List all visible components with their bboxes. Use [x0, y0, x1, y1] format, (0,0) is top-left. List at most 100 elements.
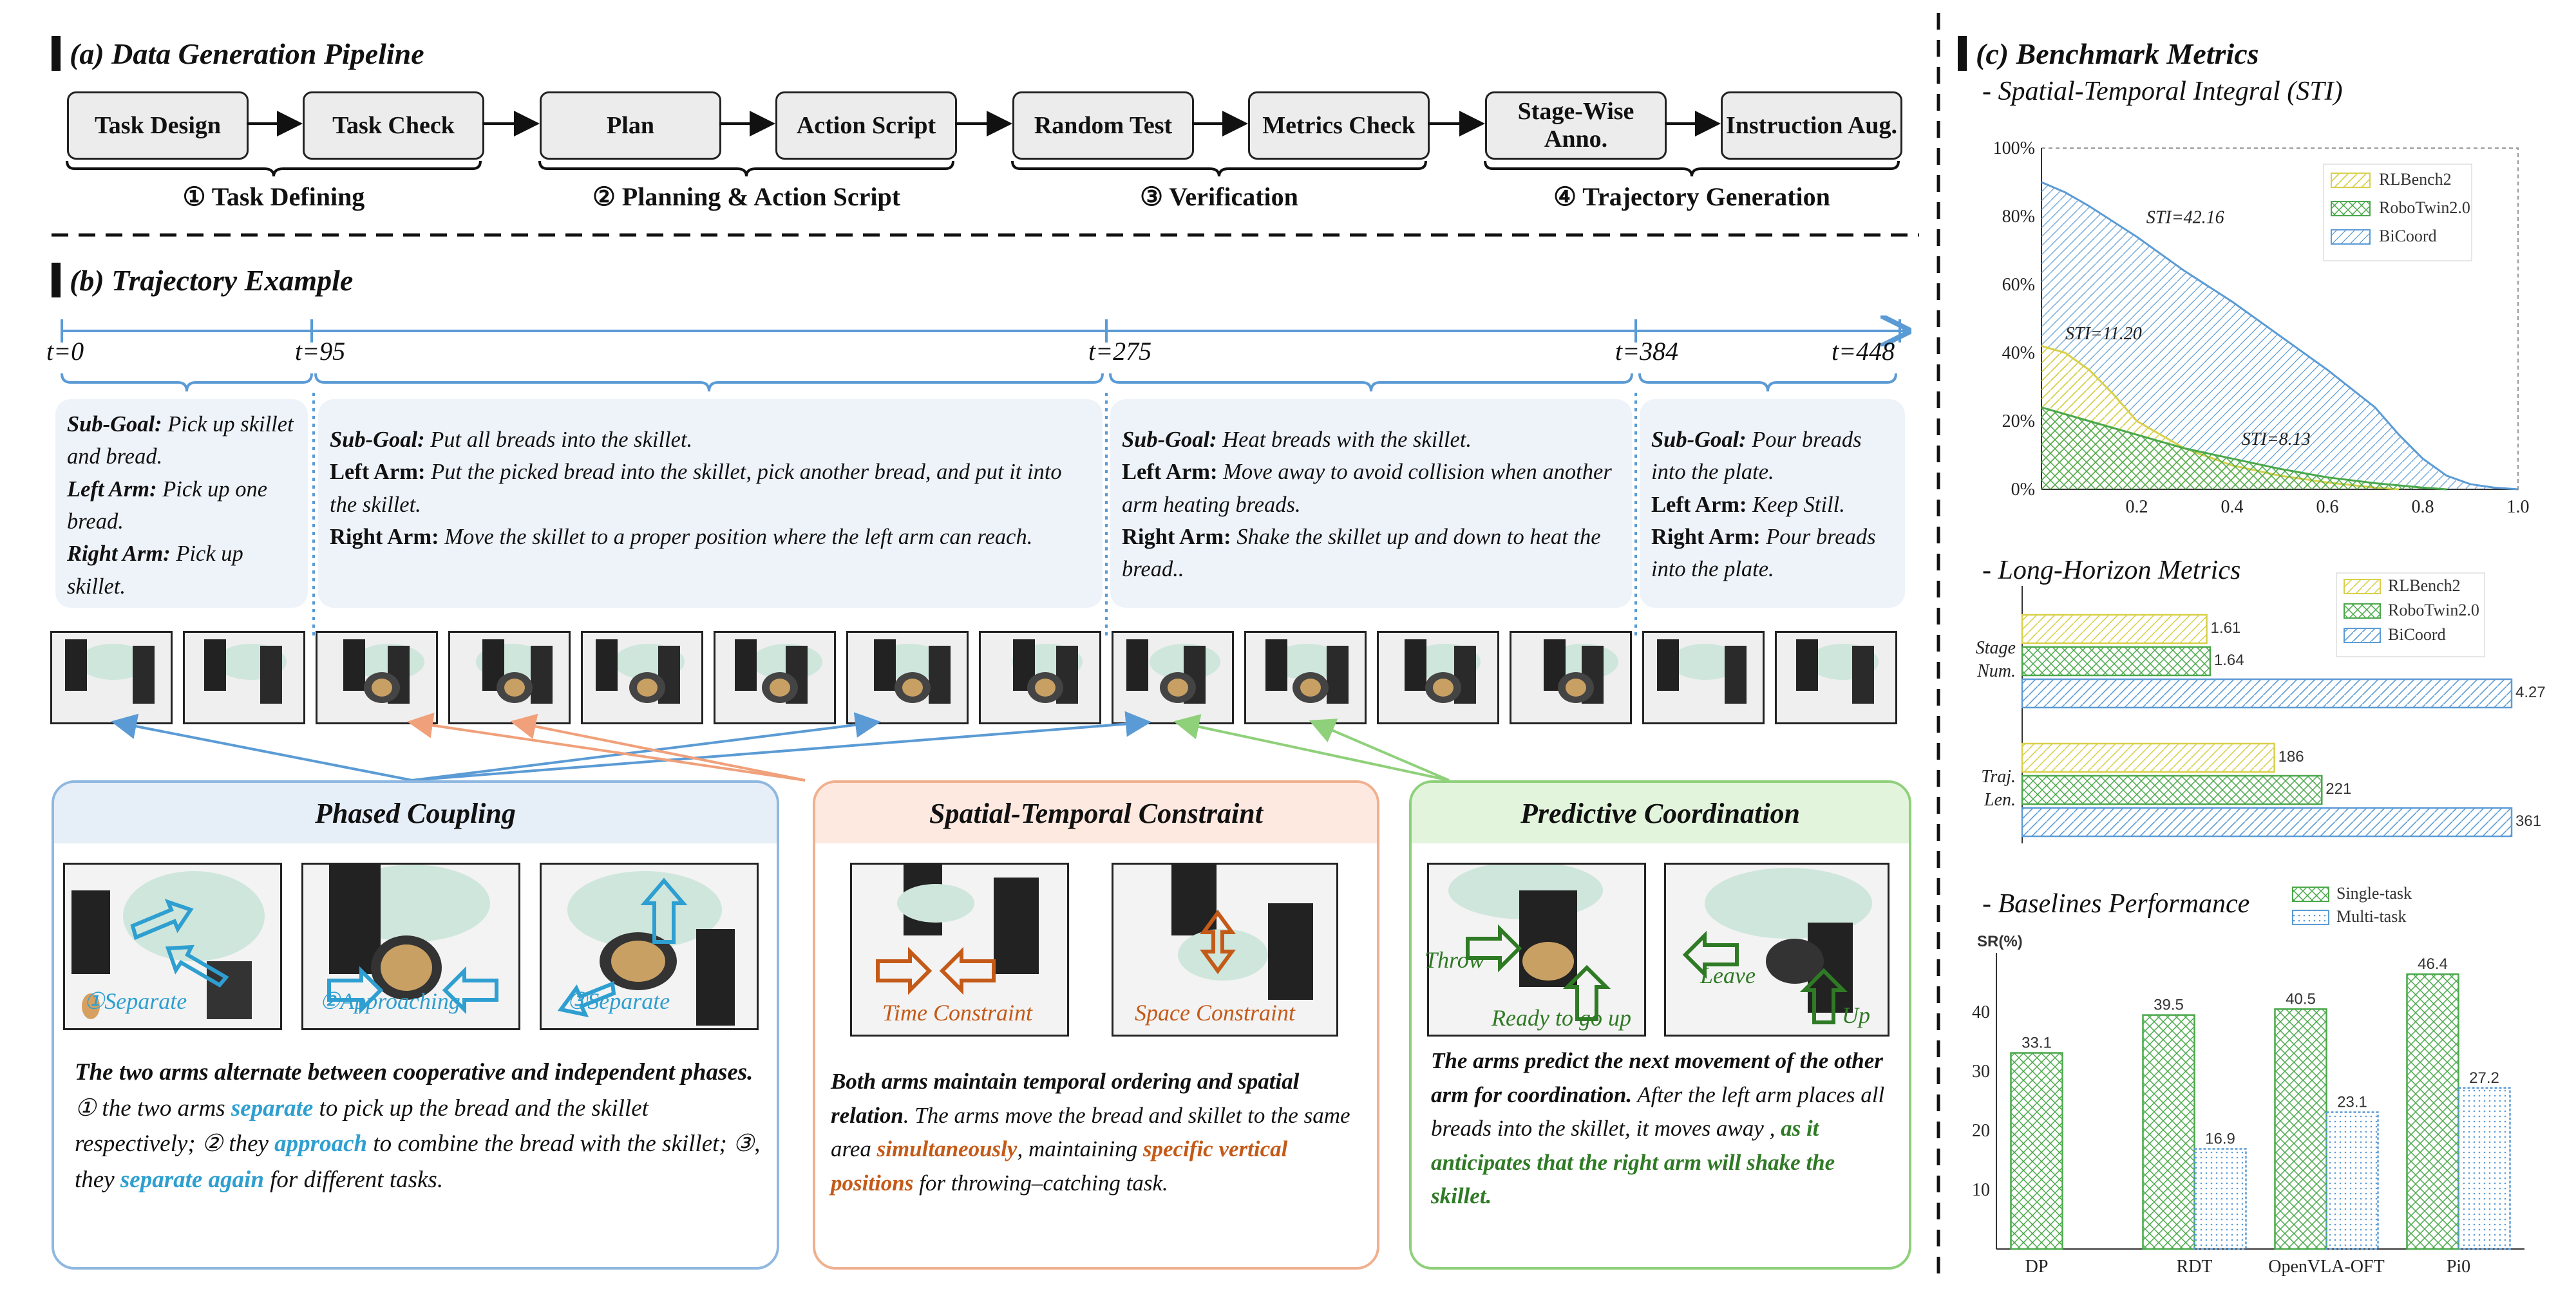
panel-predictive-coordination-title: Predictive Coordination — [1412, 783, 1909, 843]
bl-bar-label: 16.9 — [2205, 1131, 2235, 1148]
lh-bar-label: 1.61 — [2211, 619, 2241, 637]
group-trajectory-generation: ④ Trajectory Generation — [1553, 182, 1830, 211]
caption-up: Up — [1842, 1002, 1870, 1028]
long-horizon-subtitle: - Long-Horizon Metrics — [1982, 556, 2241, 585]
trajectory-frame — [714, 631, 836, 724]
lh-legend-label: RoboTwin2.0 — [2388, 601, 2479, 619]
lh-legend-swatch — [2344, 579, 2381, 594]
sti-x-tick: 0.2 — [2126, 497, 2148, 517]
sti-annotation: STI=8.13 — [2242, 429, 2311, 449]
stage-3-description: Sub-Goal: Heat breads with the skillet. … — [1110, 399, 1632, 608]
bl-bar-label: 46.4 — [2418, 955, 2448, 973]
bl-category-label: DP — [2025, 1257, 2049, 1277]
trajectory-frame — [846, 631, 969, 724]
lh-group-label: Stage — [1976, 638, 2016, 658]
lh-bar — [2021, 678, 2513, 709]
baselines-subtitle: - Baselines Performance — [1982, 889, 2250, 919]
bl-bar-multi — [2325, 1111, 2379, 1250]
sti-legend-label: RLBench2 — [2379, 170, 2452, 189]
tick-t275: t=275 — [1088, 337, 1152, 366]
pipeline-step-plan: Plan — [540, 91, 721, 160]
stage-2-description: Sub-Goal: Put all breads into the skille… — [318, 399, 1103, 608]
lh-bar — [2021, 775, 2323, 805]
trajectory-frame — [1112, 631, 1234, 724]
caption-phased-1: ①Separate — [84, 988, 187, 1014]
bl-bar-label: 40.5 — [2286, 990, 2316, 1008]
pipeline-step-task-design: Task Design — [67, 91, 249, 160]
sti-line — [2041, 181, 2519, 491]
photo-phased-2 — [301, 863, 520, 1030]
sti-y-tick: 100% — [1993, 138, 2035, 158]
lh-legend-label: RLBench2 — [2388, 576, 2461, 595]
photo-spatial-1 — [850, 863, 1069, 1037]
sti-subtitle: - Spatial-Temporal Integral (STI) — [1982, 77, 2343, 106]
trajectory-frame — [1510, 631, 1632, 724]
caption-phased-2: ②Approaching — [319, 988, 460, 1014]
photo-phased-1 — [63, 863, 282, 1030]
group-task-defining: ① Task Defining — [182, 182, 365, 211]
trajectory-frame — [581, 631, 703, 724]
section-c-title: (c) Benchmark Metrics — [1958, 36, 2259, 71]
trajectory-frame — [1244, 631, 1367, 724]
sti-legend-label: BiCoord — [2379, 227, 2437, 245]
bl-bar-single — [2142, 1014, 2195, 1250]
bl-legend-swatch — [2292, 910, 2329, 925]
sti-legend-swatch — [2331, 201, 2371, 216]
timeline-axis — [61, 303, 1932, 637]
section-b-title: (b) Trajectory Example — [52, 263, 353, 297]
bl-bar-multi — [2458, 1087, 2511, 1250]
lh-bar-label: 361 — [2515, 812, 2541, 830]
trajectory-frame — [316, 631, 438, 724]
pipeline-step-task-check: Task Check — [303, 91, 484, 160]
lh-bar-label: 221 — [2325, 780, 2351, 798]
bl-bar-multi — [2193, 1148, 2247, 1250]
lh-bar-label: 1.64 — [2214, 652, 2244, 669]
sti-y-tick: 40% — [2002, 343, 2035, 363]
lh-group-label: Traj. — [1981, 767, 2016, 787]
baselines-chart: SR(%)1020304033.1DP39.516.9RDT40.523.1Op… — [1972, 884, 2524, 1277]
panel-frame-connectors — [111, 711, 1450, 782]
section-a-title: (a) Data Generation Pipeline — [52, 36, 424, 71]
sti-y-tick: 20% — [2002, 411, 2035, 431]
group-planning-action-script: ② Planning & Action Script — [592, 182, 901, 211]
lh-legend-swatch — [2344, 628, 2381, 643]
sti-y-tick: 80% — [2002, 207, 2035, 227]
sti-x-tick: 0.4 — [2221, 497, 2244, 517]
lh-bar-label: 4.27 — [2515, 684, 2546, 701]
bl-bar-label: 33.1 — [2022, 1034, 2052, 1051]
bl-y-label: SR(%) — [1977, 933, 2023, 950]
bl-bar-label: 23.1 — [2337, 1093, 2367, 1111]
caption-throw: Throw — [1425, 947, 1484, 973]
panel-phased-coupling-title: Phased Coupling — [54, 783, 777, 843]
text-phased-coupling: The two arms alternate between cooperati… — [75, 1059, 761, 1193]
lh-bar — [2021, 807, 2513, 838]
tick-t95: t=95 — [295, 337, 346, 366]
pipeline-step-random-test: Random Test — [1012, 91, 1194, 160]
sti-x-tick: 1.0 — [2507, 497, 2530, 517]
bl-y-tick: 10 — [1972, 1180, 1990, 1200]
photo-spatial-2 — [1112, 863, 1338, 1037]
caption-space-constraint: Space Constraint — [1135, 1000, 1295, 1026]
bl-y-tick: 20 — [1972, 1121, 1990, 1141]
tick-t384: t=384 — [1615, 337, 1679, 366]
trajectory-frame — [1377, 631, 1499, 724]
sti-x-tick: 0.8 — [2412, 497, 2434, 517]
panel-spatial-temporal-title: Spatial-Temporal Constraint — [815, 783, 1377, 843]
bl-bar-single — [2274, 1008, 2327, 1250]
sti-x-tick: 0.6 — [2316, 497, 2339, 517]
stage-1-description: Sub-Goal: Pick up skillet and bread. Lef… — [55, 399, 308, 608]
trajectory-frame — [1642, 631, 1765, 724]
lh-legend-label: BiCoord — [2388, 625, 2446, 644]
bl-y-tick: 30 — [1972, 1062, 1990, 1082]
caption-time-constraint: Time Constraint — [882, 1000, 1033, 1026]
pipeline-step-stage-wise-anno: Stage-Wise Anno. — [1485, 91, 1667, 160]
sti-annotation: STI=11.20 — [2065, 324, 2142, 344]
trajectory-frame — [1775, 631, 1897, 724]
pipeline-step-action-script: Action Script — [775, 91, 957, 160]
pipeline-step-instruction-aug: Instruction Aug. — [1721, 91, 1902, 160]
pipeline-step-metrics-check: Metrics Check — [1248, 91, 1430, 160]
trajectory-frame — [183, 631, 305, 724]
bl-legend-swatch — [2292, 887, 2329, 902]
